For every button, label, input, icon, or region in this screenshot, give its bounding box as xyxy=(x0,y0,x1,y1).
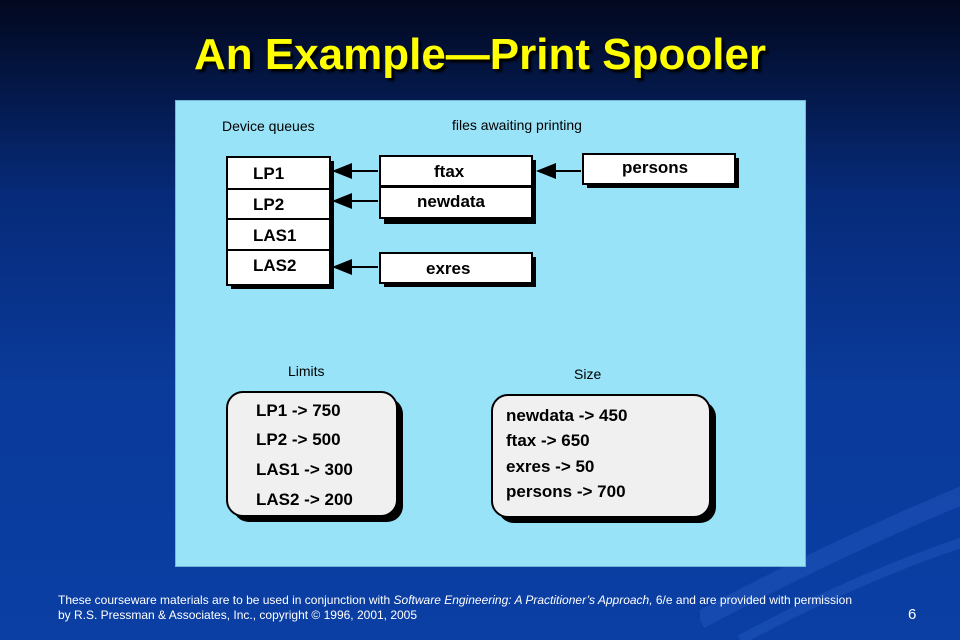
file-exres-box: exres xyxy=(379,252,536,287)
limit-lp1: LP1 -> 750 xyxy=(256,401,341,420)
footer-text-2: 6/e and are provided with permission by … xyxy=(58,593,852,622)
size-exres: exres -> 50 xyxy=(506,457,594,476)
queue-las2: LAS2 xyxy=(253,256,296,275)
copyright-footer: These courseware materials are to be use… xyxy=(58,593,858,623)
page-number: 6 xyxy=(908,606,917,623)
device-queue-stack: LP1 LP2 LAS1 LAS2 xyxy=(226,156,334,289)
limits-box: LP1 -> 750 LP2 -> 500 LAS1 -> 300 LAS2 -… xyxy=(226,391,403,522)
queue-lp2: LP2 xyxy=(253,195,284,214)
files-awaiting-label: files awaiting printing xyxy=(452,117,582,133)
file-newdata: newdata xyxy=(417,192,486,211)
limits-label: Limits xyxy=(288,363,325,379)
decorative-swoosh xyxy=(700,486,960,640)
limit-lp2: LP2 -> 500 xyxy=(256,430,341,449)
queue-lp1: LP1 xyxy=(253,164,284,183)
limit-las2: LAS2 -> 200 xyxy=(256,490,353,509)
file-persons-box: persons xyxy=(582,153,739,188)
footer-text-1: These courseware materials are to be use… xyxy=(58,593,394,607)
size-box: newdata -> 450 ftax -> 650 exres -> 50 p… xyxy=(491,394,716,523)
print-spooler-diagram: Device queues files awaiting printing LP… xyxy=(222,117,739,523)
file-newdata-box: newdata xyxy=(379,186,533,219)
device-queues-label: Device queues xyxy=(222,118,315,134)
limit-las1: LAS1 -> 300 xyxy=(256,460,353,479)
slide-title: An Example—Print Spooler xyxy=(193,30,767,79)
size-persons: persons -> 700 xyxy=(506,482,626,501)
diagram-panel: Device queues files awaiting printing LP… xyxy=(175,100,806,567)
footer-book-title: Software Engineering: A Practitioner’s A… xyxy=(393,593,653,607)
file-ftax: ftax xyxy=(434,162,465,181)
file-exres: exres xyxy=(426,259,470,278)
queue-las1: LAS1 xyxy=(253,226,296,245)
size-ftax: ftax -> 650 xyxy=(506,431,590,450)
size-newdata: newdata -> 450 xyxy=(506,406,627,425)
size-label: Size xyxy=(574,366,601,382)
file-persons: persons xyxy=(622,158,688,177)
